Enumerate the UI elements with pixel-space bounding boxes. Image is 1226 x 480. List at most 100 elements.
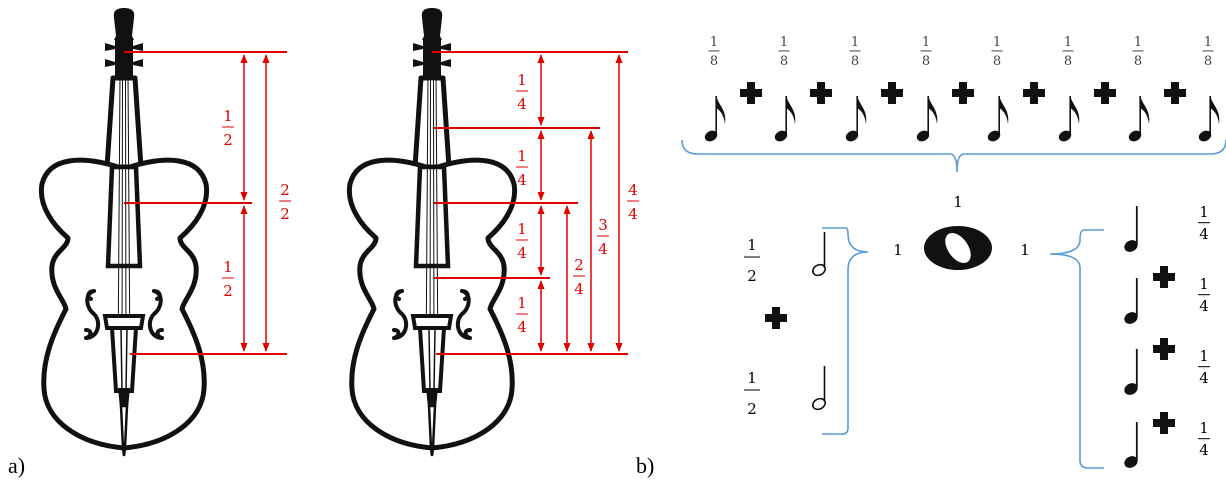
svg-text:1: 1 (517, 220, 527, 238)
fraction-quarter-2: 1 4 (516, 147, 528, 189)
fraction-quarter-note-2-numerator: 1 (1199, 275, 1209, 293)
fraction-eighth-7-numerator: 1 (1134, 35, 1142, 50)
cello-illustration-halves (41, 8, 206, 456)
fraction-eighth-1: 18 (708, 35, 720, 69)
fraction-quarter-note-2: 14 (1198, 275, 1210, 315)
fraction-eighth-7-denominator: 8 (1134, 54, 1142, 69)
eighth-note-icon (1126, 95, 1151, 145)
fraction-quarter-note-3: 14 (1198, 347, 1210, 387)
svg-text:4: 4 (517, 318, 527, 336)
fraction-eighth-2: 18 (778, 35, 790, 69)
svg-text:2: 2 (280, 181, 290, 199)
fraction-eighth-5-numerator: 1 (993, 35, 1001, 50)
cello-halves-measure: 1 2 1 2 2 2 (124, 51, 291, 355)
fraction-quarter-note-4-numerator: 1 (1199, 419, 1209, 437)
fraction-eighth-3-numerator: 1 (851, 35, 859, 50)
fraction-eighth-1-denominator: 8 (710, 54, 718, 69)
plus-icon (810, 82, 832, 104)
halves-group: 1 2 1 2 (744, 231, 828, 418)
svg-text:1: 1 (517, 294, 527, 312)
plus-icon (1153, 266, 1175, 288)
fraction-three-quarters: 3 4 (597, 216, 609, 258)
eighth-note-icon (985, 95, 1010, 145)
fraction-eighth-8: 18 (1202, 35, 1214, 69)
fraction-eighth-2-denominator: 8 (780, 54, 788, 69)
eighth-note-icon (702, 95, 727, 145)
eighth-note-icon (914, 95, 939, 145)
eighth-note-icon (843, 95, 868, 145)
plus-icon (1153, 412, 1175, 434)
svg-text:4: 4 (574, 280, 584, 298)
fraction-eighth-3-denominator: 8 (851, 54, 859, 69)
fraction-half-2: 1 2 (744, 369, 760, 418)
svg-text:1: 1 (223, 258, 233, 276)
fraction-four-quarters: 4 4 (627, 181, 639, 223)
fraction-quarter-note-1-numerator: 1 (1199, 203, 1209, 221)
svg-text:2: 2 (574, 256, 584, 274)
svg-text:4: 4 (517, 244, 527, 262)
svg-text:1: 1 (747, 236, 757, 254)
plus-icon (740, 82, 762, 104)
svg-text:4: 4 (628, 205, 638, 223)
cello-illustration-quarters (349, 8, 514, 456)
svg-text:4: 4 (628, 181, 638, 199)
svg-text:2: 2 (223, 282, 233, 300)
svg-text:2: 2 (223, 131, 233, 149)
plus-icon (1023, 82, 1045, 104)
fraction-eighth-7: 18 (1132, 35, 1144, 69)
whole-note-right-label: 1 (1020, 241, 1030, 259)
fraction-quarter-4: 1 4 (516, 294, 528, 336)
svg-text:4: 4 (517, 171, 527, 189)
fraction-eighth-6-denominator: 8 (1064, 54, 1072, 69)
fraction-eighth-4-numerator: 1 (922, 35, 930, 50)
eighth-note-icon (1196, 95, 1221, 145)
fraction-eighth-3: 18 (849, 35, 861, 69)
fraction-eighth-8-numerator: 1 (1204, 35, 1212, 50)
panel-b-label: b) (636, 453, 654, 478)
fraction-eighth-5-denominator: 8 (993, 54, 1001, 69)
whole-note-icon (924, 226, 992, 270)
svg-text:1: 1 (747, 369, 757, 387)
eighths-brace (681, 139, 1226, 173)
fraction-quarter-note-2-denominator: 4 (1199, 297, 1209, 315)
plus-icon (881, 82, 903, 104)
fraction-quarter-note-3-denominator: 4 (1199, 369, 1209, 387)
fraction-quarter-note-4: 14 (1198, 419, 1210, 459)
half-note-icon (810, 231, 828, 279)
plus-icon (952, 82, 974, 104)
svg-text:2: 2 (747, 400, 757, 418)
halves-bracket (822, 227, 869, 435)
eighth-note-icon (772, 95, 797, 145)
half-note-icon (810, 365, 828, 413)
fraction-quarter-note-1: 14 (1198, 203, 1210, 243)
fraction-eighth-6-numerator: 1 (1064, 35, 1072, 50)
svg-text:2: 2 (280, 205, 290, 223)
svg-text:4: 4 (517, 95, 527, 113)
svg-text:4: 4 (598, 240, 608, 258)
svg-text:1: 1 (517, 147, 527, 165)
svg-text:1: 1 (223, 107, 233, 125)
fraction-quarter-3: 1 4 (516, 220, 528, 262)
quarter-note-icon (1121, 348, 1141, 399)
fraction-half-top: 1 2 (222, 107, 234, 149)
svg-text:3: 3 (598, 216, 608, 234)
whole-note-left-label: 1 (893, 241, 903, 259)
fraction-quarter-note-1-denominator: 4 (1199, 225, 1209, 243)
quarter-note-icon (1121, 421, 1141, 472)
plus-icon (1153, 338, 1175, 360)
whole-note-group: 1 1 1 (893, 193, 1030, 270)
svg-text:1: 1 (517, 71, 527, 89)
fraction-eighth-1-numerator: 1 (710, 35, 718, 50)
eighth-note-icon (1056, 95, 1081, 145)
fraction-eighth-8-denominator: 8 (1204, 54, 1212, 69)
fraction-eighth-4: 18 (920, 35, 932, 69)
fraction-half-bottom: 1 2 (222, 258, 234, 300)
fraction-quarter-note-3-numerator: 1 (1199, 347, 1209, 365)
whole-note-top-label: 1 (953, 193, 963, 211)
fraction-whole-two-halves: 2 2 (279, 181, 291, 223)
plus-icon (1164, 82, 1186, 104)
fraction-two-quarters: 2 4 (573, 256, 585, 298)
fraction-eighth-6: 18 (1062, 35, 1074, 69)
